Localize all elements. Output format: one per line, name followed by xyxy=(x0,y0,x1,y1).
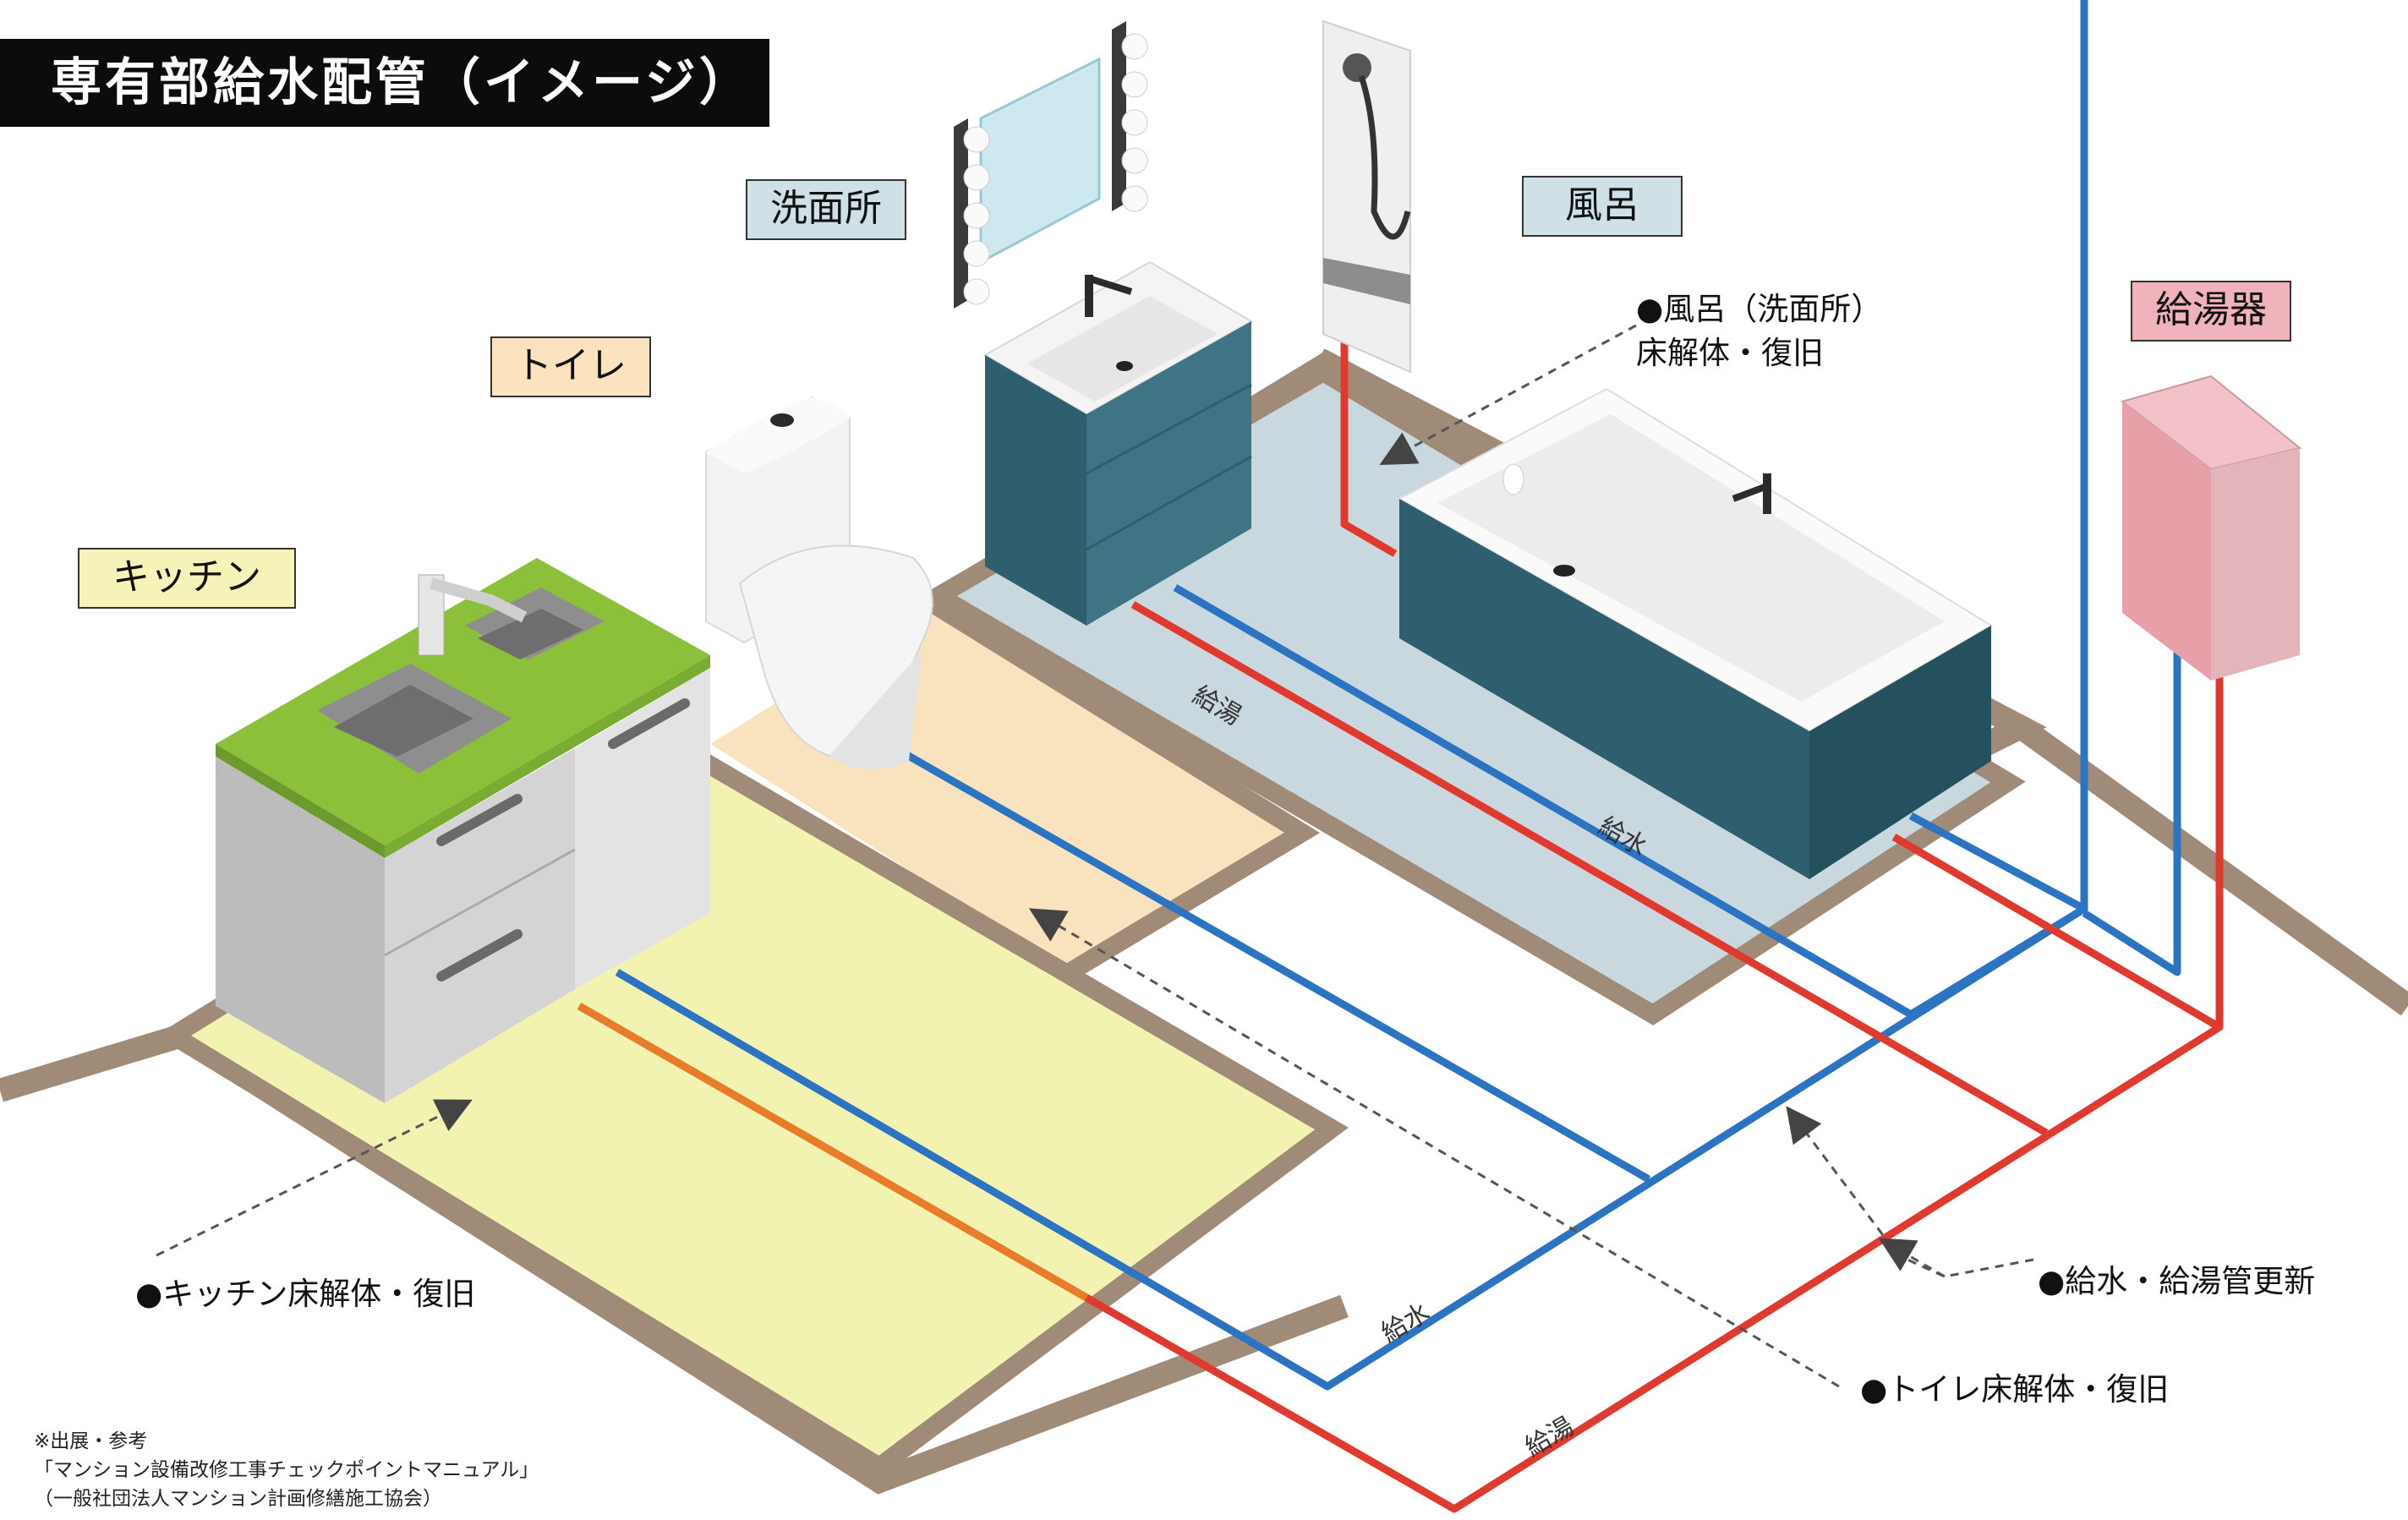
source-line-2: 「マンション設備改修工事チェックポイントマニュアル」 xyxy=(34,1459,539,1481)
shower-panel xyxy=(1322,19,1411,374)
callout-bath-floor-line1: ●風呂（洗面所） xyxy=(1636,291,1883,327)
room-label-bath: 風呂 xyxy=(1522,176,1683,237)
callout-kitchen-floor: ●キッチン床解体・復旧 xyxy=(135,1276,476,1312)
callout-toilet-floor: ●トイレ床解体・復旧 xyxy=(1860,1371,2170,1408)
kitchen-cabinet xyxy=(216,558,710,1103)
toilet-floor-border xyxy=(929,596,1321,981)
callout-pipe-renewal: ●給水・給湯管更新 xyxy=(2038,1263,2316,1299)
room-label-toilet: トイレ xyxy=(490,336,651,397)
callout-arrows xyxy=(156,324,2034,1388)
vanity-cabinet xyxy=(982,260,1254,626)
bathtub xyxy=(1397,387,1993,879)
source-citation: ※出展・参考 「マンション設備改修工事チェックポイントマニュアル」 （一般社団法… xyxy=(34,1427,539,1513)
room-label-water-heater: 給湯器 xyxy=(2131,281,2291,342)
callout-bath-floor-line2: 床解体・復旧 xyxy=(1636,335,1824,371)
callout-bath-floor: ●風呂（洗面所） 床解体・復旧 xyxy=(1636,287,1882,375)
source-line-3: （一般社団法人マンション計画修繕施工協会） xyxy=(34,1488,442,1510)
mirror-with-lights xyxy=(954,21,1148,309)
kitchen-hot-supply xyxy=(577,1003,1089,1301)
source-line-1: ※出展・参考 xyxy=(34,1430,148,1452)
page-title: 専有部給水配管（イメージ） xyxy=(0,39,769,127)
water-heater xyxy=(2120,375,2302,681)
room-label-kitchen: キッチン xyxy=(78,548,296,609)
room-label-washroom: 洗面所 xyxy=(746,179,906,240)
cold-water-pipes xyxy=(615,0,2181,1391)
toilet xyxy=(705,396,933,769)
